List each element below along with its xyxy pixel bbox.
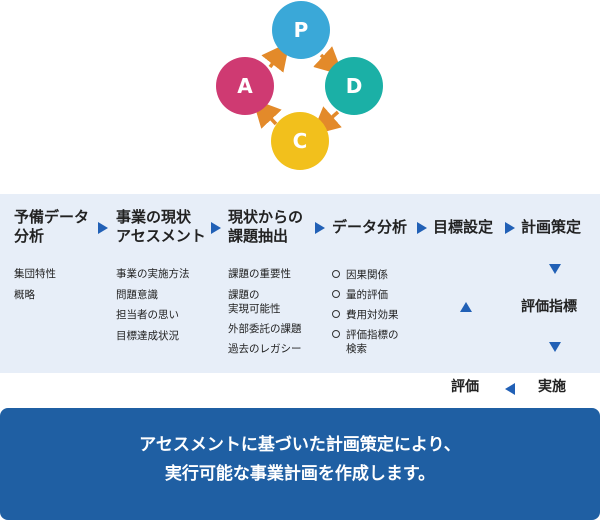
node-a-circle <box>216 57 274 115</box>
list-item-line: 実現可能性 <box>228 302 281 315</box>
step-1-heading-line-2: 分析 <box>14 227 45 245</box>
list-item: 課題の 実現可能性 <box>228 285 302 319</box>
list-item: 評価指標の検索 <box>332 328 399 356</box>
list-item: 担当者の思い <box>116 309 179 321</box>
step-2-items: 事業の実施方法 問題意識 担当者の思い 目標達成状況 <box>116 264 190 346</box>
node-a-label: A <box>237 74 253 98</box>
arrow-d-to-c <box>311 106 342 136</box>
eval-index-label: 評価指標 <box>521 299 577 315</box>
step-3-heading-line-2: 課題抽出 <box>228 227 289 245</box>
summary-line-2: 実行可能な事業計画を作成します。 <box>164 464 436 484</box>
circle-bullet-icon <box>332 310 340 318</box>
step-5-heading-line-1: 目標設定 <box>433 218 494 236</box>
list-item: 概略 <box>14 288 35 301</box>
node-c-circle <box>271 112 329 170</box>
arrow-left-icon <box>505 383 515 395</box>
arrow-down-icon <box>549 264 561 274</box>
arrow-right-icon <box>315 222 325 234</box>
arrow-p-to-d <box>313 46 344 76</box>
step-1-heading: 予備データ 分析 <box>14 208 89 246</box>
list-item: 事業の実施方法 <box>116 268 190 280</box>
list-item: 因果関係 <box>332 268 399 282</box>
node-p-circle <box>272 1 330 59</box>
arrow-right-icon <box>417 222 427 234</box>
step-4-heading: データ分析 <box>332 218 407 237</box>
step-3-heading-line-1: 現状からの <box>228 208 304 226</box>
arrow-right-icon <box>505 222 515 234</box>
node-d-label: D <box>346 74 363 98</box>
step-2-heading-line-2: アセスメント <box>116 227 206 245</box>
implementation-label: 実施 <box>538 379 566 395</box>
step-2-heading-line-1: 事業の現状 <box>116 208 192 226</box>
circle-bullet-icon <box>332 330 340 338</box>
step-5-heading: 目標設定 <box>433 218 493 237</box>
list-item-line: 課題の <box>228 288 260 301</box>
arrow-right-icon <box>98 222 108 234</box>
step-1-items: 集団特性 概略 <box>14 264 56 305</box>
summary-line-1: アセスメントに基づいた計画策定により、 <box>139 435 461 455</box>
evaluation-label: 評価 <box>451 379 479 395</box>
node-d: D <box>325 57 383 115</box>
list-item: 問題意識 <box>116 288 158 301</box>
step-3-items: 課題の重要性 課題の 実現可能性 外部委託の課題 過去のレガシー <box>228 264 302 360</box>
arrow-a-to-p <box>261 41 290 73</box>
node-a: A <box>216 57 274 115</box>
arrow-down-icon <box>549 342 561 352</box>
pdca-cycle: P D C A <box>216 1 383 170</box>
list-item: 過去のレガシー <box>228 343 302 355</box>
node-c: C <box>271 112 329 170</box>
arrow-up-icon <box>460 302 472 312</box>
list-item: 外部委託の課題 <box>228 322 302 335</box>
node-p-label: P <box>294 18 309 42</box>
node-p: P <box>272 1 330 59</box>
arrow-c-to-a <box>252 98 282 129</box>
node-c-label: C <box>293 129 308 153</box>
list-item: 集団特性 <box>14 268 56 280</box>
list-item: 目標達成状況 <box>116 329 179 342</box>
step-6-heading-line-1: 計画策定 <box>521 218 582 236</box>
list-item: 量的評価 <box>332 288 399 302</box>
summary-box: アセスメントに基づいた計画策定により、 実行可能な事業計画を作成します。 <box>0 408 600 520</box>
step-3-heading: 現状からの 課題抽出 <box>228 208 303 246</box>
list-item: 費用対効果 <box>332 308 399 322</box>
step-6-heading: 計画策定 <box>521 218 581 237</box>
flow-panel: 予備データ 分析 事業の現状 アセスメント 現状からの 課題抽出 データ分析 目… <box>0 194 600 373</box>
circle-bullet-icon <box>332 290 340 298</box>
node-d-circle <box>325 57 383 115</box>
list-item: 課題の重要性 <box>228 268 291 280</box>
step-1-heading-line-1: 予備データ <box>14 208 90 226</box>
circle-bullet-icon <box>332 270 340 278</box>
step-4-heading-line-1: データ分析 <box>332 218 408 236</box>
step-4-items: 因果関係 量的評価 費用対効果 評価指標の検索 <box>332 268 399 356</box>
step-2-heading: 事業の現状 アセスメント <box>116 208 206 246</box>
arrow-right-icon <box>211 222 221 234</box>
